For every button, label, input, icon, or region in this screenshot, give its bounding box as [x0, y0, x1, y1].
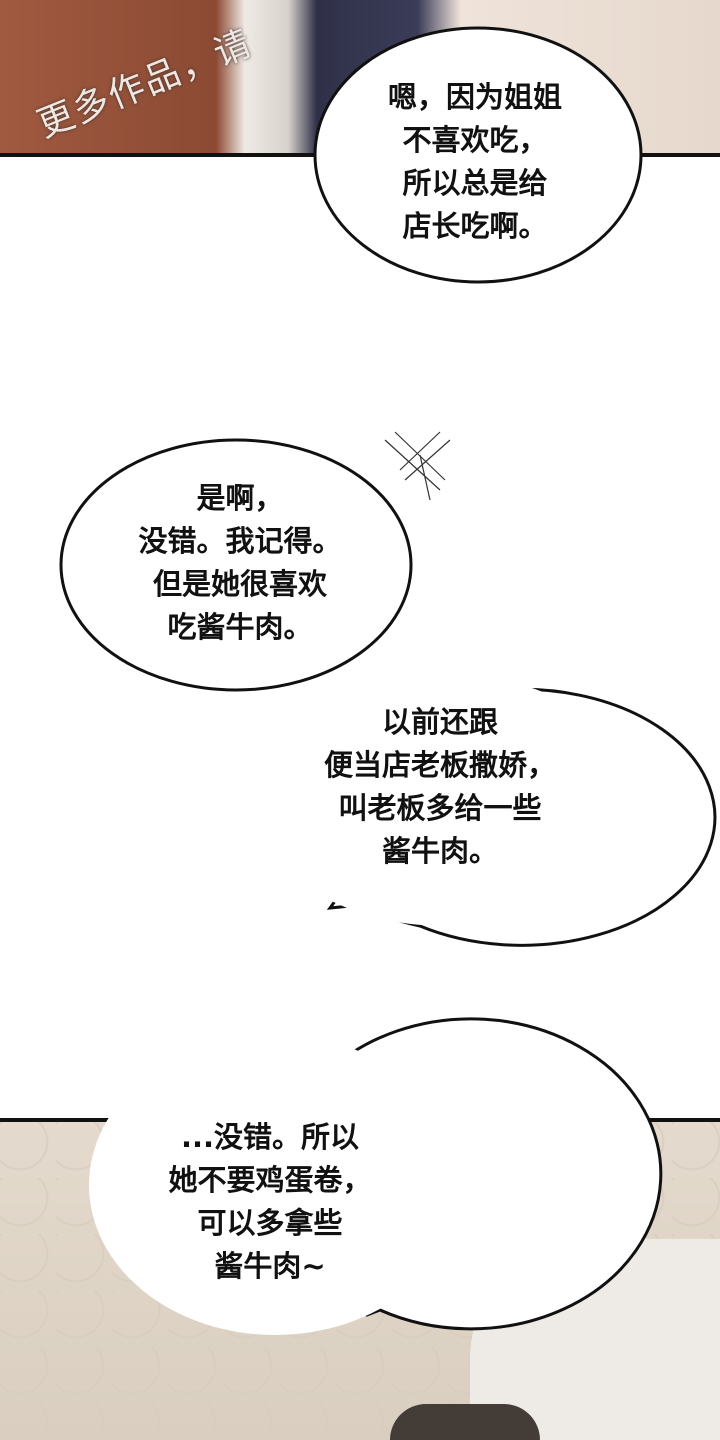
line: ...没错。所以: [180, 1120, 360, 1154]
line: 没错。我记得。: [138, 524, 342, 558]
line: 以前还跟: [381, 705, 498, 739]
bubble-3-text: 以前还跟便当店老板撒娇， 叫老板多给一些酱牛肉。: [290, 701, 590, 873]
bubble-1-text: 嗯，因为姐姐不喜欢吃， 所以总是给店长吃啊。: [330, 76, 620, 248]
speech-bubble-2: [59, 438, 413, 692]
line: 所以总是给: [402, 166, 548, 200]
line: 叫老板多给一些: [338, 791, 542, 825]
line: 嗯，因为姐姐: [387, 80, 562, 114]
line: 便当店老板撒娇，: [323, 748, 556, 782]
line: 是啊，: [196, 481, 284, 515]
bubble-4-text: ...没错。所以她不要鸡蛋卷， 可以多拿些酱牛肉~: [120, 1116, 420, 1288]
line: 不喜欢吃，: [402, 123, 548, 157]
line: 酱牛肉~: [214, 1249, 326, 1283]
line: 吃酱牛肉。: [167, 610, 313, 644]
speech-bubble-1: [313, 26, 643, 284]
bubble-2-text: 是啊， 没错。我记得。但是她很喜欢吃酱牛肉。: [90, 477, 390, 649]
line: 酱牛肉。: [381, 834, 498, 868]
character-hair: [390, 1404, 540, 1440]
line: 可以多拿些: [197, 1206, 343, 1240]
line: 她不要鸡蛋卷，: [168, 1163, 372, 1197]
line: 但是她很喜欢: [152, 567, 327, 601]
line: 店长吃啊。: [402, 209, 548, 243]
sfx-scratch-lines: [384, 431, 451, 501]
